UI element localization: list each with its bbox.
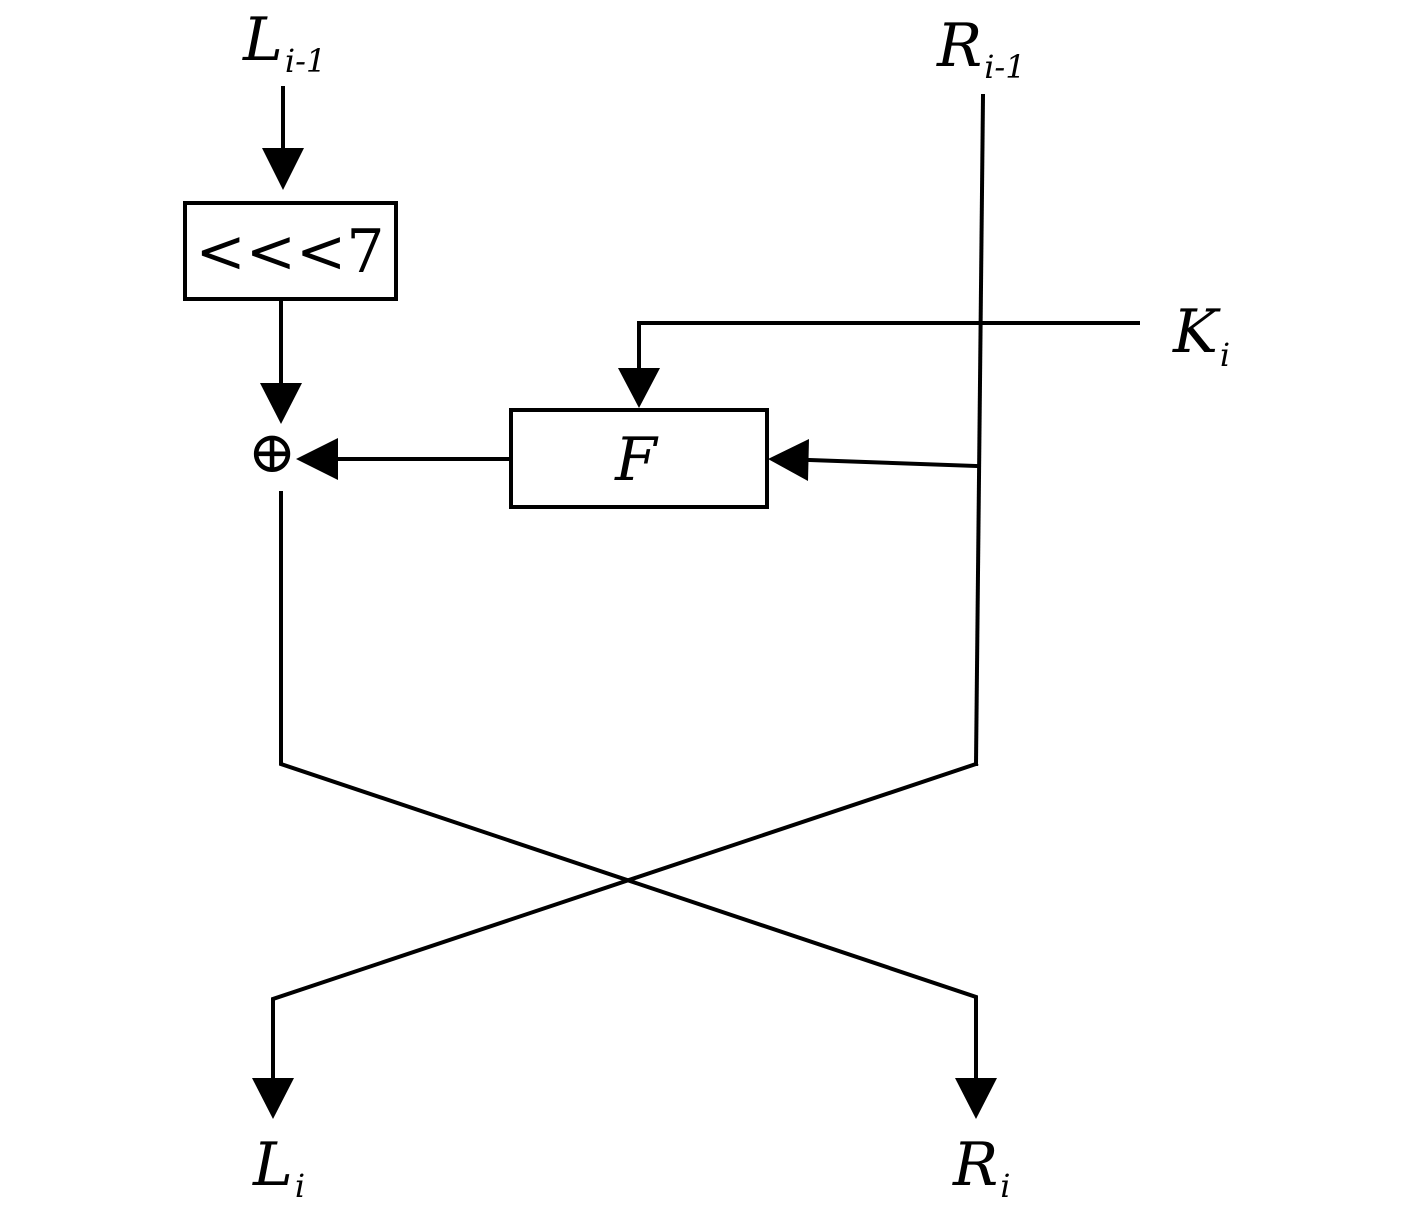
wire-key-to-f	[637, 321, 1140, 372]
label-k-subscript: i	[1220, 336, 1230, 374]
wire-r-input	[973, 93, 986, 767]
label-r-prev-subscript: i-1	[984, 48, 1025, 86]
wire-r-to-l-out	[271, 761, 979, 1082]
arrow-f-to-xor	[296, 438, 338, 480]
arrow-r-into-f	[768, 439, 809, 481]
label-l-out-subscript: i	[295, 1167, 305, 1205]
f-box-label: F	[614, 425, 659, 495]
label-k: Ki	[1172, 297, 1230, 374]
xor-symbol: ⊕	[248, 418, 297, 486]
label-l-prev-subscript: i-1	[285, 42, 326, 80]
label-l-out-symbol: L	[252, 1130, 293, 1200]
rotate-box	[183, 201, 398, 301]
wire-xor-to-r-out	[279, 491, 978, 1082]
f-box	[509, 408, 769, 509]
label-l-prev-symbol: L	[242, 5, 283, 75]
label-r-out-symbol: R	[952, 1130, 998, 1200]
label-l-prev: Li-1	[242, 5, 326, 80]
arrow-into-xor	[260, 383, 302, 424]
arrow-r-out	[955, 1078, 997, 1119]
label-l-out: Li	[252, 1130, 305, 1205]
arrow-key-into-f	[618, 368, 660, 408]
label-k-symbol: K	[1172, 297, 1221, 367]
rotate-box-label: <<<7	[196, 217, 385, 287]
label-r-prev: Ri-1	[936, 11, 1026, 86]
arrow-into-rotate-box	[262, 148, 304, 190]
label-r-out-subscript: i	[1000, 1167, 1010, 1205]
arrow-l-out	[252, 1078, 294, 1119]
label-r-prev-symbol: R	[936, 11, 982, 81]
wire-r-to-f	[805, 457, 980, 469]
label-r-out: Ri	[952, 1130, 1010, 1205]
